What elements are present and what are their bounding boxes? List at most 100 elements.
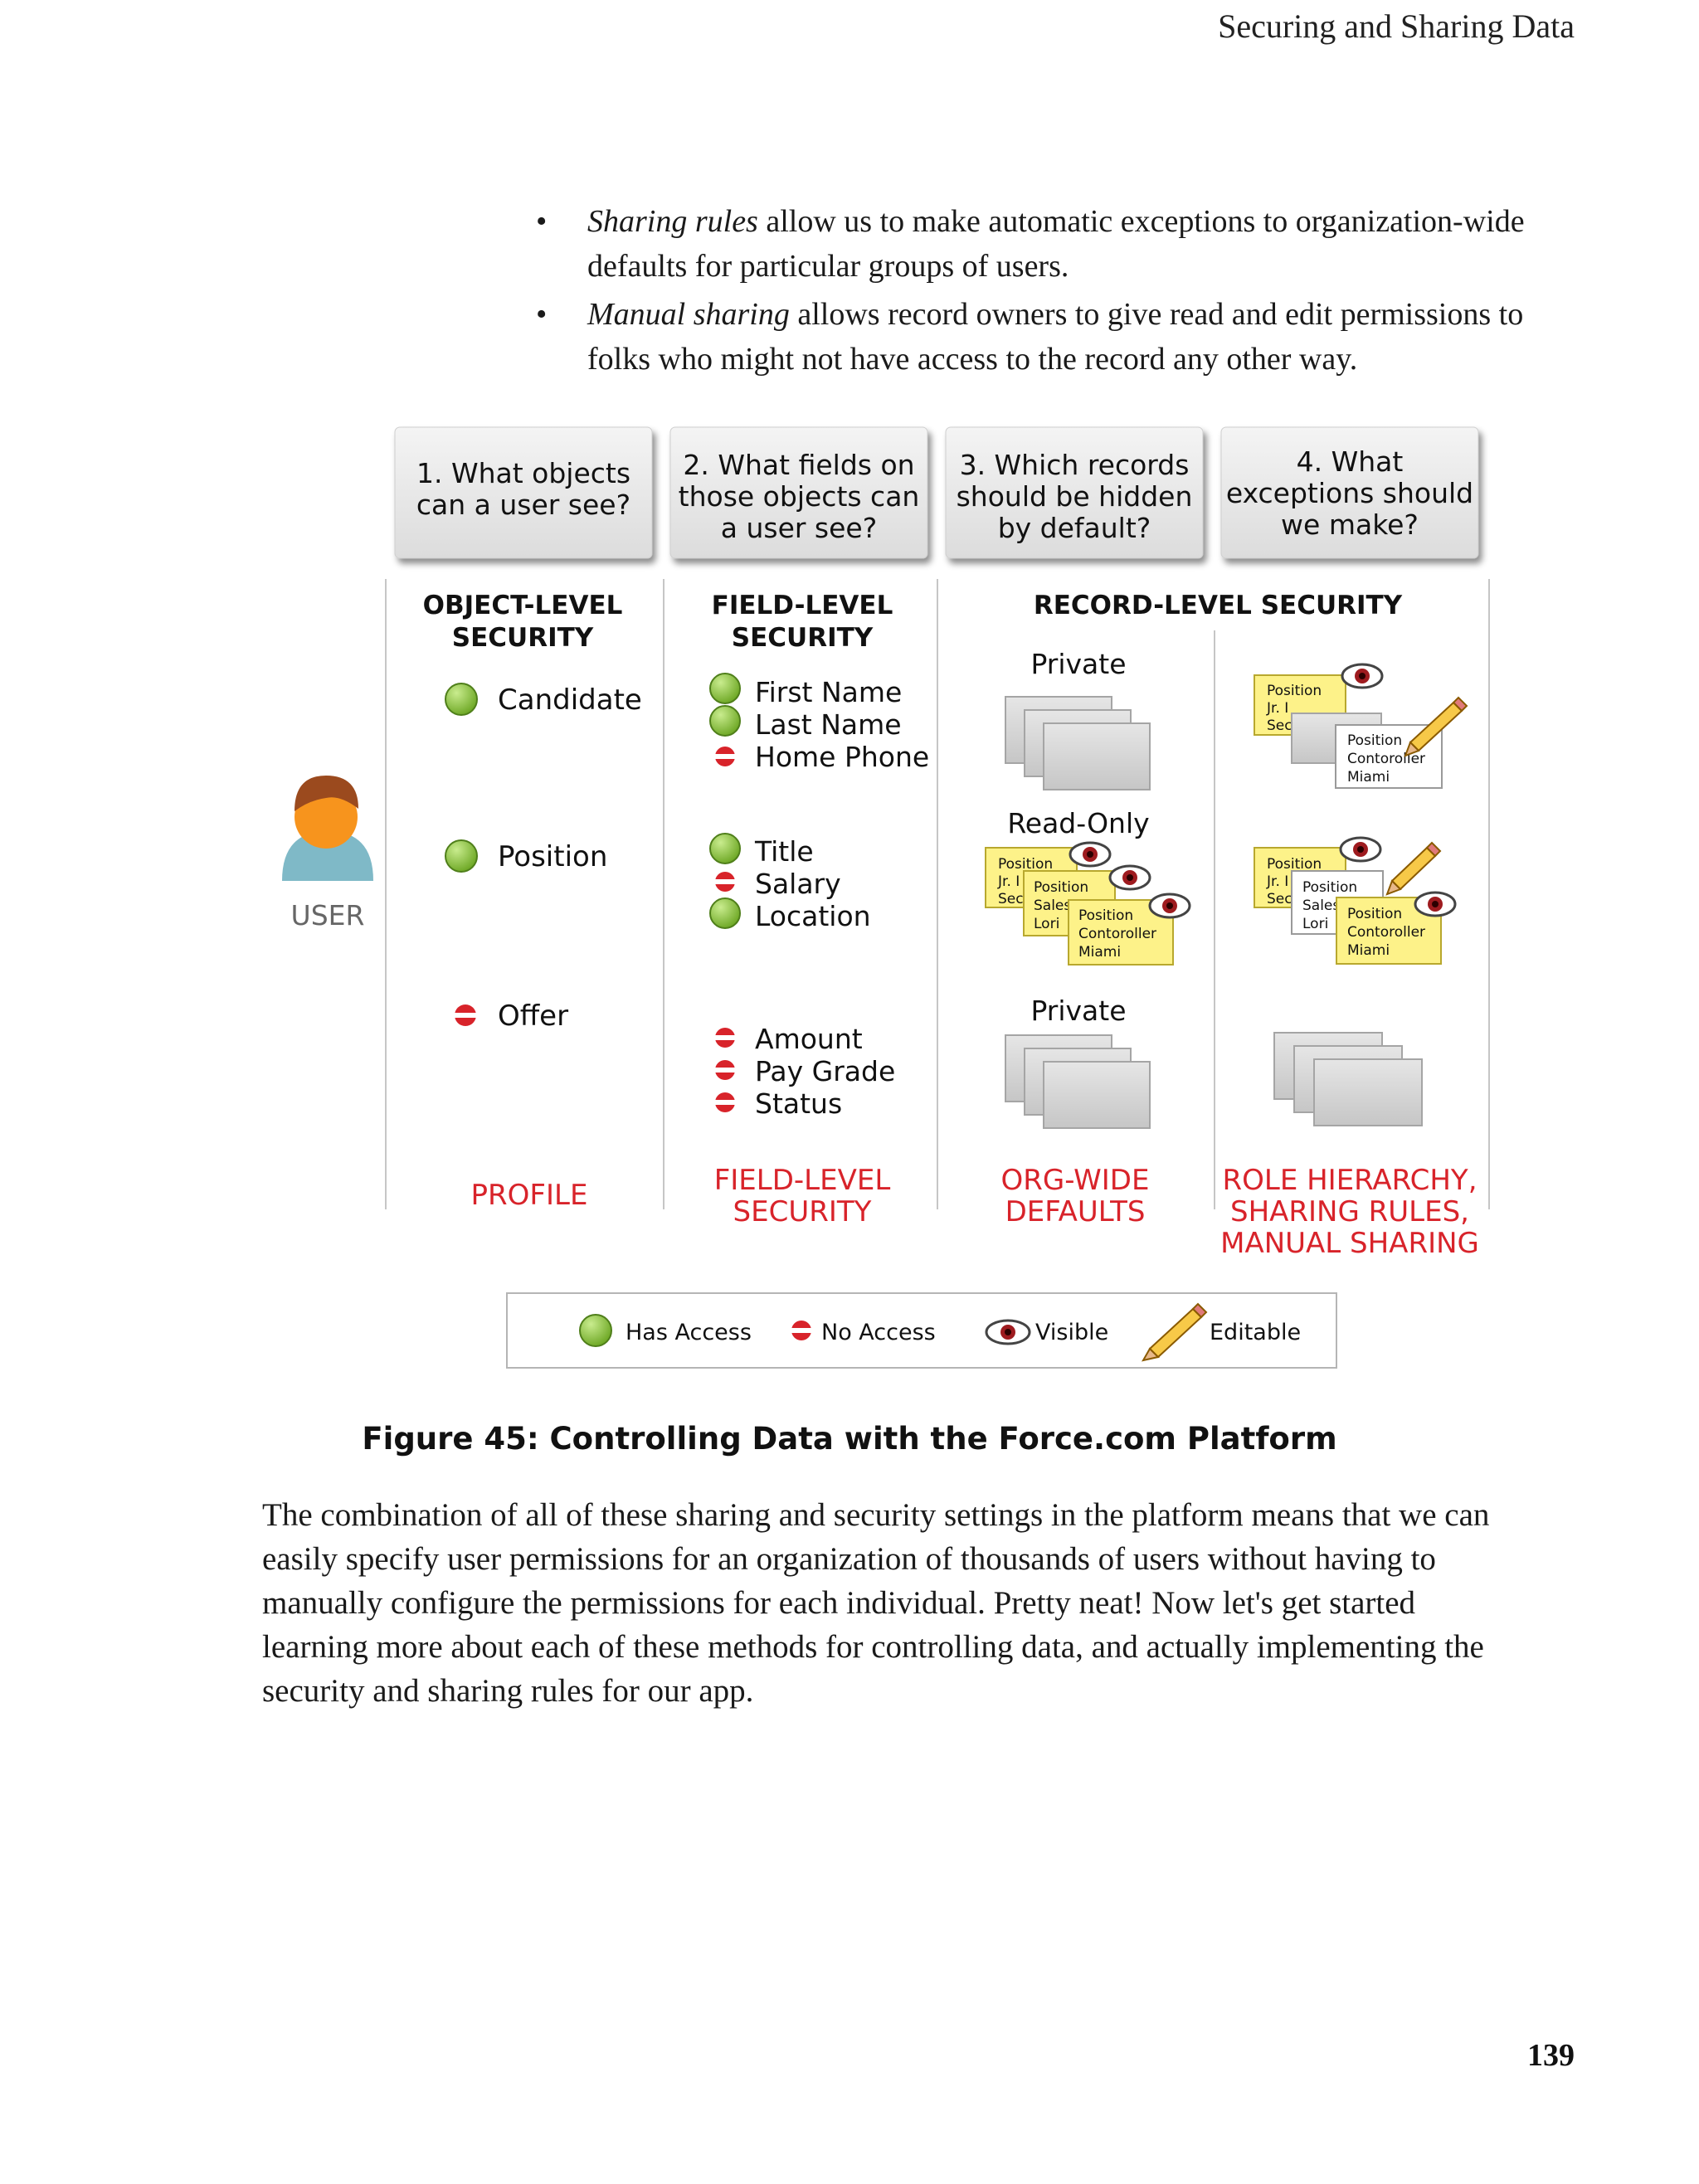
has-access-icon [579, 1314, 612, 1347]
editable-pencil-icon [1142, 1302, 1208, 1362]
card-text: Sec [1267, 717, 1293, 734]
bullet-text: allows record owners to give read and ed… [587, 297, 1524, 377]
field-amount: Amount [755, 1023, 863, 1055]
legend-no-access: No Access [821, 1320, 936, 1345]
question-3-line-3: by default? [998, 512, 1151, 544]
legend-visible: Visible [1035, 1320, 1108, 1345]
card-text: Position [1267, 856, 1322, 873]
object-level-title-1: OBJECT-LEVEL [423, 591, 623, 620]
card-text: Lori [1302, 916, 1328, 932]
object-candidate: Candidate [498, 683, 642, 717]
question-2-line-1: 2. What fields on [683, 449, 914, 481]
no-access-icon [714, 747, 736, 766]
no-access-icon [714, 1060, 736, 1080]
card-text: Sales [1302, 897, 1340, 914]
private-records-stack-3 [1273, 1032, 1423, 1126]
question-box-1: 1. What objects can a user see? [394, 426, 653, 559]
editable-pencil-icon [1385, 841, 1442, 896]
bullet-item: •Sharing rules allow us to make automati… [536, 204, 1525, 284]
field-home-phone: Home Phone [755, 741, 929, 773]
label-sharing-2: SHARING RULES, [1230, 1195, 1469, 1228]
bullet-text: allow us to make automatic exceptions to… [587, 204, 1525, 284]
has-access-icon [445, 839, 478, 873]
legend-has-access: Has Access [626, 1320, 752, 1345]
question-4-line-2: exceptions should [1226, 477, 1473, 509]
question-box-4: 4. What exceptions should we make? [1220, 426, 1479, 559]
card-text: Miami [1078, 944, 1121, 961]
question-1-line-2: can a user see? [416, 489, 630, 521]
body-paragraph: The combination of all of these sharing … [262, 1497, 1490, 1709]
visible-eye-icon [1414, 891, 1457, 917]
running-head: Securing and Sharing Data [1218, 7, 1575, 45]
sharing-rule-cards: Position Jr. I Sec Position Sales Lori P… [1254, 847, 1442, 965]
security-figure: 1. What objects can a user see? 2. What … [282, 426, 1490, 1260]
bullet-term: Sharing rules [587, 204, 758, 239]
no-access-icon [714, 1092, 736, 1112]
question-4-line-1: 4. What [1297, 445, 1404, 478]
owd-read-only-label: Read-Only [1007, 807, 1149, 839]
private-records-stack-2 [1005, 1034, 1151, 1129]
question-box-2: 2. What fields on those objects can a us… [669, 426, 928, 559]
label-profile: PROFILE [471, 1179, 588, 1212]
card-text: Sales [1034, 897, 1071, 914]
no-access-icon [791, 1321, 812, 1340]
label-fls-2: SECURITY [733, 1195, 872, 1228]
card-text: Position [1078, 907, 1133, 924]
object-level-title-2: SECURITY [452, 623, 594, 653]
card-text: Sec [998, 891, 1024, 907]
editable-pencil-icon [1404, 696, 1468, 757]
question-4-line-3: we make? [1281, 508, 1419, 541]
field-pay-grade: Pay Grade [755, 1055, 895, 1087]
owd-private-label-1: Private [1030, 648, 1126, 680]
figure-caption: Figure 45: Controlling Data with the For… [362, 1421, 1337, 1457]
label-owd-2: DEFAULTS [1005, 1195, 1146, 1228]
has-access-icon [709, 673, 741, 704]
label-fls-1: FIELD-LEVEL [714, 1164, 891, 1197]
figure-legend: Has Access No Access Visible Editable [506, 1292, 1337, 1369]
no-access-icon [714, 872, 736, 892]
card-text: Contoroller [1078, 926, 1156, 942]
card-text: Position [1302, 879, 1357, 896]
object-position: Position [498, 840, 607, 873]
card-text: Miami [1347, 769, 1390, 786]
field-status: Status [755, 1087, 842, 1120]
label-sharing-1: ROLE HIERARCHY, [1222, 1164, 1477, 1197]
has-access-icon [445, 683, 478, 716]
card-text: Sec [1267, 891, 1293, 907]
record-level-title: RECORD-LEVEL SECURITY [1034, 591, 1403, 620]
has-access-icon [709, 897, 741, 929]
no-access-icon [714, 1028, 736, 1048]
user-avatar-icon [282, 776, 373, 881]
visible-eye-icon [1339, 836, 1382, 863]
card-text: Jr. I [1266, 873, 1288, 890]
question-2-line-2: those objects can [679, 480, 920, 513]
label-owd-1: ORG-WIDE [1001, 1164, 1150, 1197]
field-salary: Salary [755, 868, 841, 900]
card-text: Position [1267, 683, 1322, 699]
question-box-3: 3. Which records should be hidden by def… [945, 426, 1204, 559]
card-text: Contoroller [1347, 924, 1425, 941]
field-title: Title [754, 835, 814, 868]
card-text: Position [1034, 879, 1088, 896]
object-offer: Offer [498, 1000, 568, 1033]
field-location: Location [755, 900, 871, 932]
owd-private-label-2: Private [1030, 995, 1126, 1027]
has-access-icon [709, 833, 741, 864]
page-number: 139 [1527, 2038, 1575, 2073]
visible-eye-icon [985, 1319, 1031, 1345]
label-sharing-3: MANUAL SHARING [1220, 1227, 1479, 1260]
card-text: Miami [1347, 942, 1390, 959]
user-label: USER [291, 899, 365, 931]
card-text: Jr. I [997, 873, 1020, 890]
card-text: Position [998, 856, 1053, 873]
visible-eye-icon [1069, 841, 1112, 868]
has-access-icon [709, 705, 741, 737]
card-text: Lori [1034, 916, 1059, 932]
question-3-line-2: should be hidden [957, 480, 1193, 513]
manual-share-cards: Position Jr. I Sec Position Contoroller … [1254, 674, 1443, 789]
card-text: Position [1347, 906, 1402, 922]
column-dividers [385, 579, 1490, 1209]
question-2-line-3: a user see? [721, 512, 878, 544]
bullet-list: •Sharing rules allow us to make automati… [531, 199, 1576, 385]
visible-eye-icon [1108, 864, 1151, 891]
